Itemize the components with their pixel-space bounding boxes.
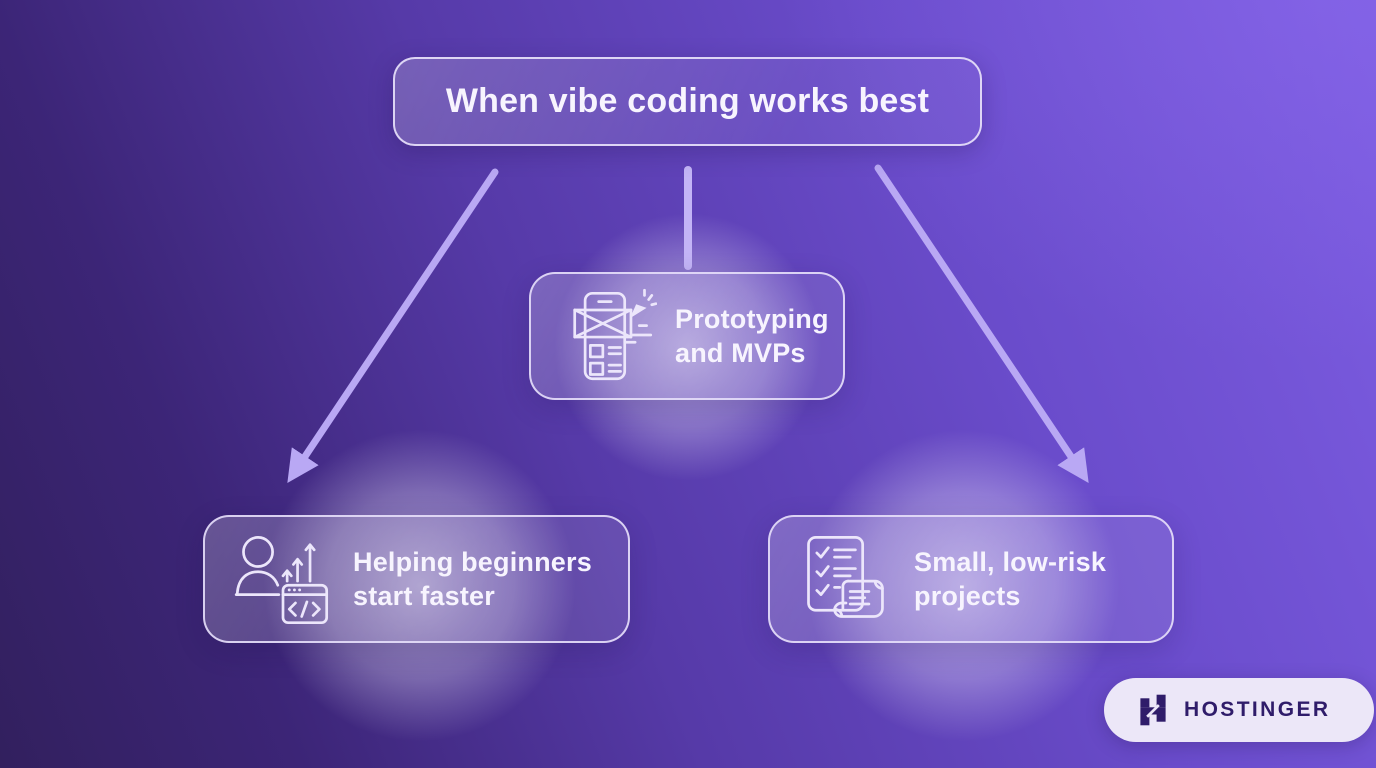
brand-badge: HOSTINGER (1104, 678, 1374, 742)
card-prototyping: Prototyping and MVPs (529, 272, 845, 400)
card-beginners: Helping beginners start faster (203, 515, 630, 643)
connector-arrow-left (287, 168, 499, 483)
brand-name: HOSTINGER (1184, 698, 1331, 721)
card-label: Prototyping and MVPs (675, 304, 829, 368)
page-title: When vibe coding works best (445, 82, 930, 120)
card-low-risk: Small, low-risk projects (768, 515, 1174, 643)
card-label: Helping beginners start faster (353, 547, 592, 611)
card-label: Small, low-risk projects (914, 547, 1107, 611)
connector-arrow-right (874, 164, 1089, 483)
hostinger-h-icon (1140, 694, 1166, 726)
checklist-scroll-icon (807, 535, 884, 618)
prototype-phone-icon (573, 288, 657, 381)
title-box: When vibe coding works best (393, 57, 982, 146)
beginner-growth-icon (234, 536, 329, 625)
